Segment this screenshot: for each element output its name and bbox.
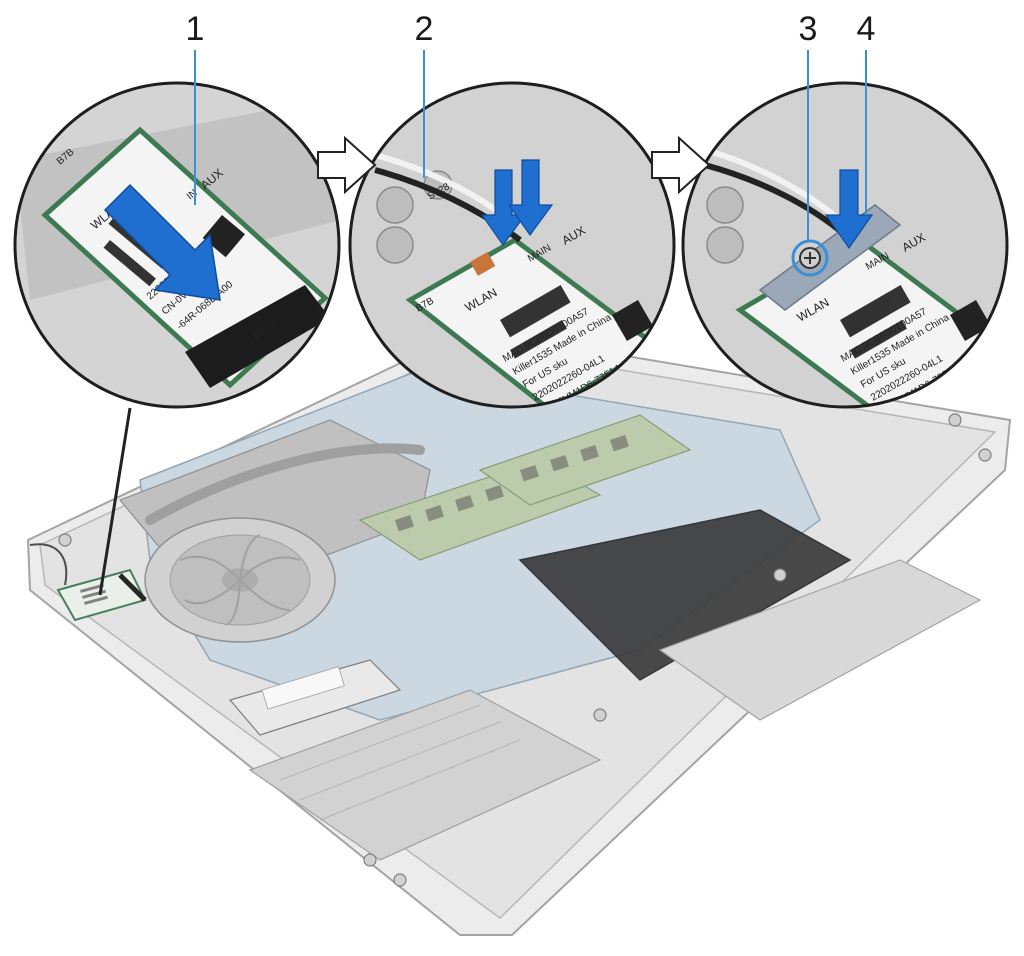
ssd-label	[261, 666, 345, 710]
battery-area	[518, 509, 852, 681]
antenna-bracket	[758, 204, 902, 311]
leader-line-inset-1	[98, 407, 132, 596]
screw-icon	[791, 239, 829, 277]
inset-circle-3: WLAN MAIN AUX MAC 9CB6D0100A57 Killer153…	[681, 81, 1009, 409]
antenna-cables-base	[29, 543, 68, 586]
cooling-fan	[144, 517, 336, 643]
callout-number-4: 4	[857, 10, 876, 48]
press-arrow-icon	[480, 169, 527, 247]
battery-plate-left	[248, 689, 602, 861]
press-arrow-icon	[507, 159, 554, 237]
direction-arrow-icon	[317, 135, 377, 195]
inset-circle-2: WLAN MAIN AUX MAC 9CB6D0100A57 Killer153…	[348, 81, 676, 409]
heat-pipe	[145, 443, 425, 525]
qr-code-2	[612, 300, 653, 341]
callout-number-3: 3	[799, 10, 818, 48]
m2-connector-1	[185, 285, 330, 388]
inset-circle-1: WLAN IN AUX 220202 CN-0VM1D -64R-068E-A0…	[13, 81, 341, 409]
antenna-cable-white-3	[704, 147, 842, 223]
callout-number-1: 1	[186, 10, 205, 48]
battery-plate-right	[658, 559, 982, 721]
memory-modules	[358, 414, 692, 561]
press-arrow-icon	[824, 169, 874, 250]
chassis-screws	[58, 413, 992, 887]
qr-code-1	[202, 215, 245, 258]
laptop-base	[26, 328, 1012, 936]
callout-number-2: 2	[415, 10, 434, 48]
direction-arrow-icon	[651, 135, 711, 195]
press-arrow-icon	[103, 183, 221, 301]
